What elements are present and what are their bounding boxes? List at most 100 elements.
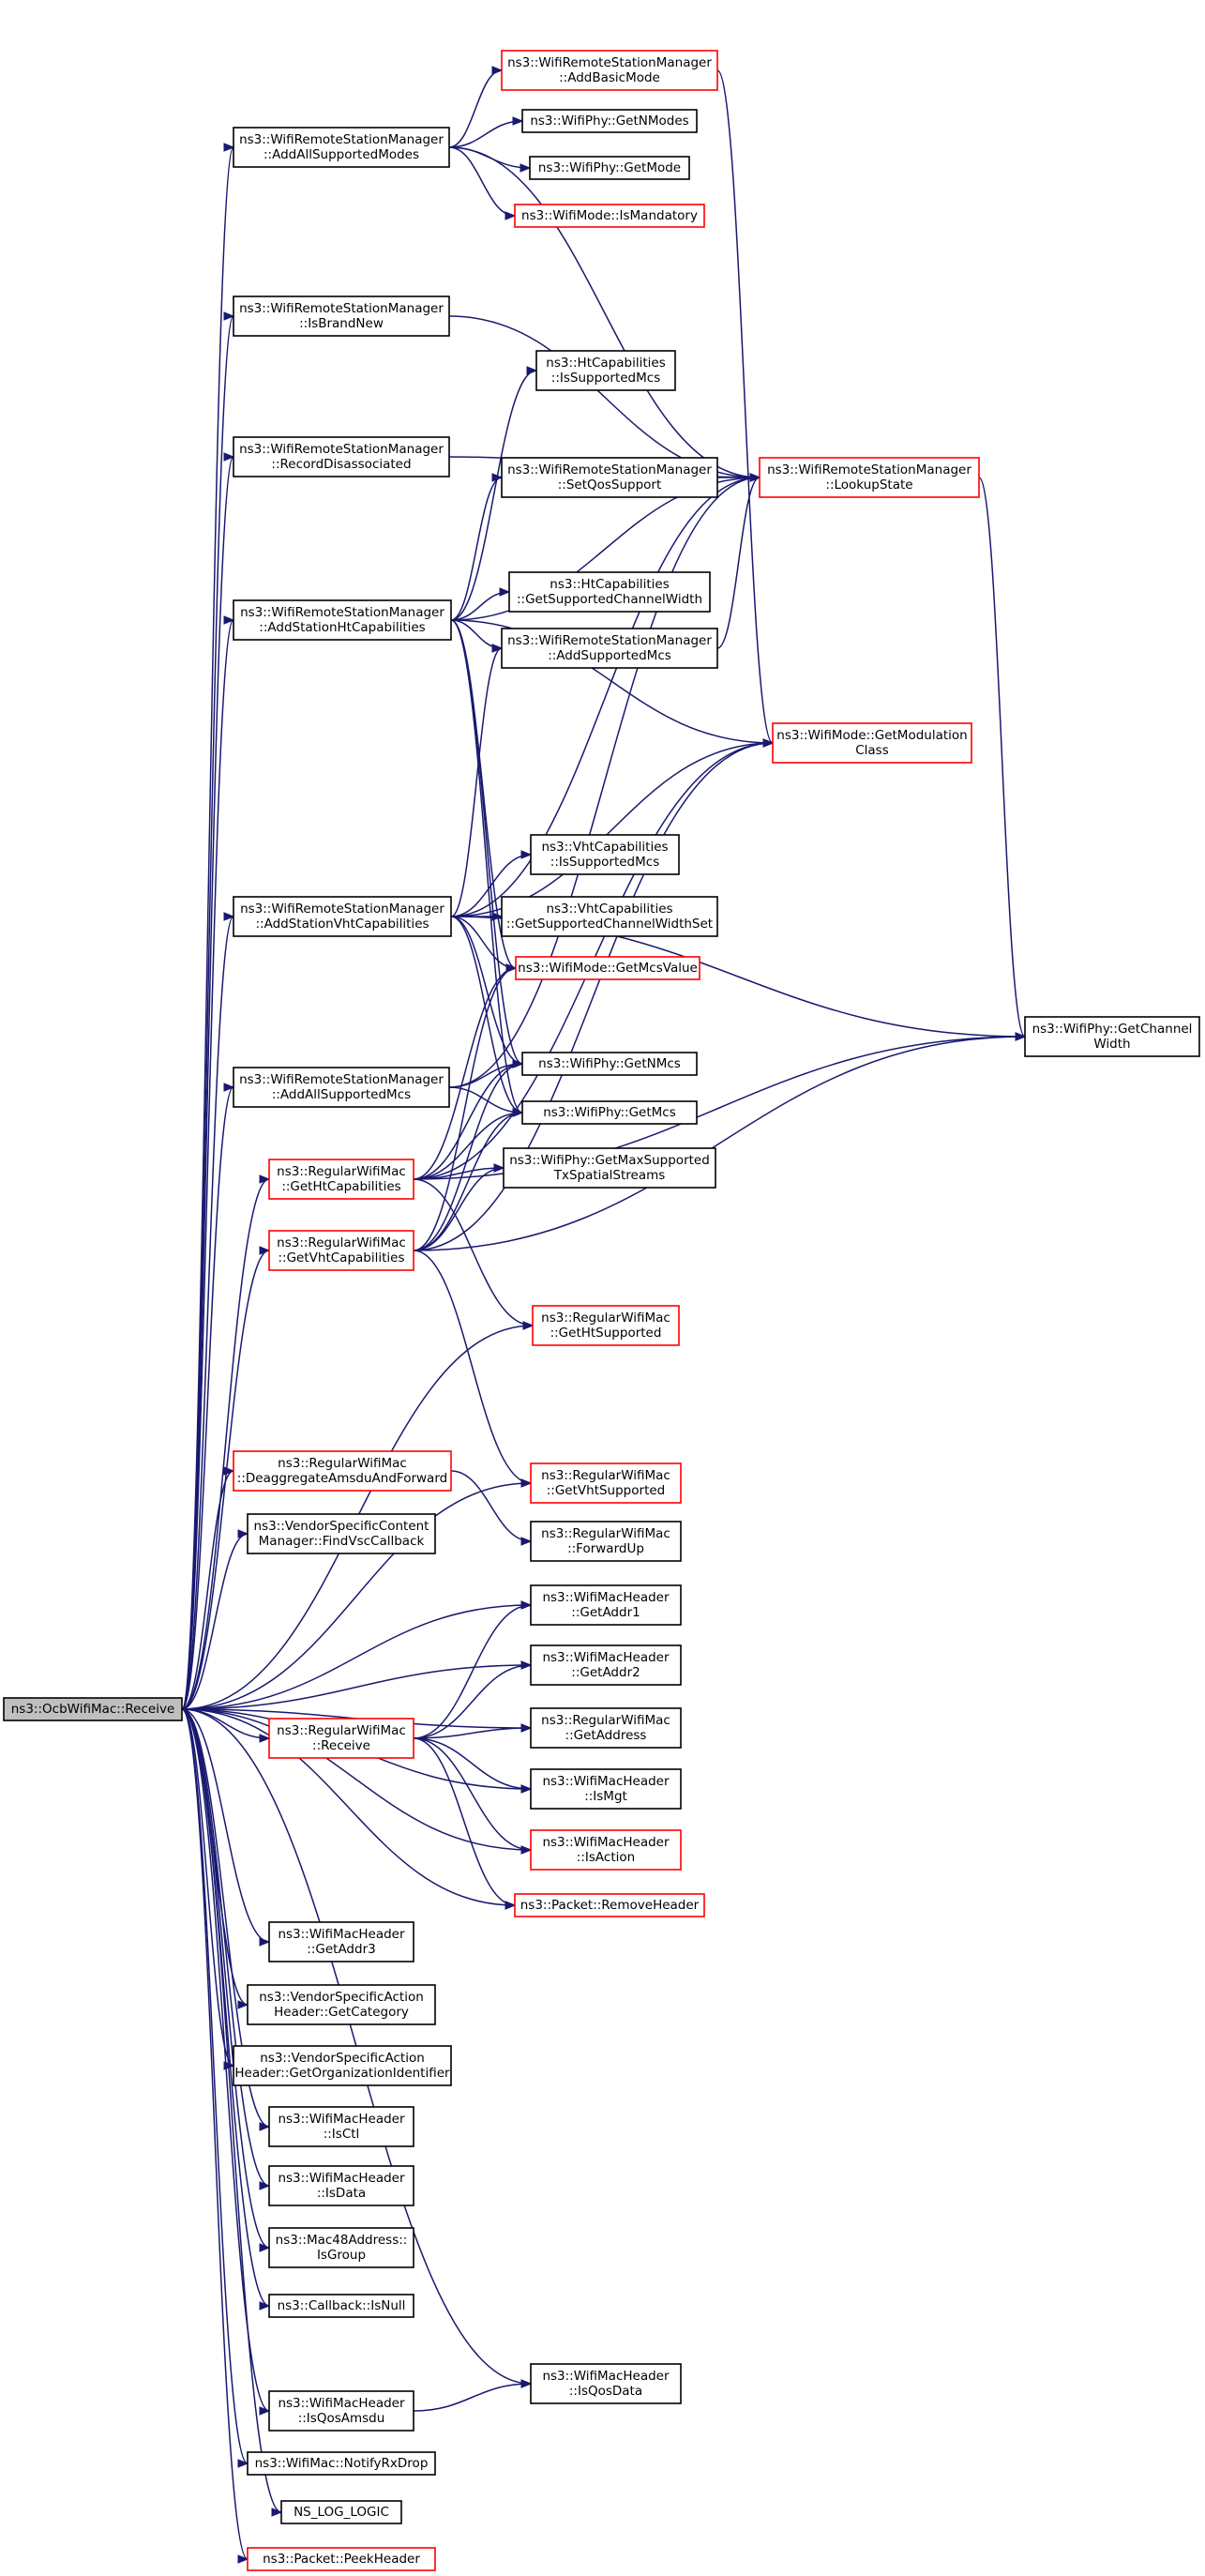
node-peek-header[interactable]: ns3::Packet::PeekHeader	[247, 2547, 436, 2571]
node-get-addr1[interactable]: ns3::WifiMacHeader::GetAddr1	[530, 1584, 682, 1626]
node-box	[501, 896, 718, 937]
node-label-line: ns3::WifiMacHeader	[542, 1590, 670, 1605]
node-lookup-state[interactable]: ns3::WifiRemoteStationManager::LookupSta…	[759, 457, 980, 498]
node-is-mgt[interactable]: ns3::WifiMacHeader::IsMgt	[530, 1768, 682, 1810]
call-edge-get-ht-capabilities-to-get-ht-supported	[413, 1178, 535, 1330]
node-label-line: NS_LOG_LOGIC	[294, 2505, 389, 2520]
node-get-organization-identifier[interactable]: ns3::VendorSpecificActionHeader::GetOrga…	[233, 2045, 452, 2086]
node-label-line: ns3::WifiRemoteStationManager	[239, 301, 444, 316]
call-edge-get-vht-capabilities-to-get-vht-supported	[413, 1250, 533, 1488]
node-is-mandatory[interactable]: ns3::WifiMode::IsMandatory	[514, 204, 705, 228]
node-vht-get-supported-channel-width-set[interactable]: ns3::VhtCapabilities::GetSupportedChanne…	[501, 896, 718, 937]
node-label-line: ::AddAllSupportedMcs	[272, 1087, 411, 1102]
node-label-line: ns3::WifiMac::NotifyRxDrop	[255, 2456, 429, 2471]
call-edge-add-all-supported-modes-to-lookup-state	[448, 146, 761, 482]
node-box	[503, 1147, 716, 1189]
node-label-line: ::AddSupportedMcs	[548, 648, 671, 663]
node-get-category[interactable]: ns3::VendorSpecificActionHeader::GetCate…	[247, 1984, 436, 2025]
node-label-line: ::IsBrandNew	[299, 316, 384, 331]
node-get-ht-supported[interactable]: ns3::RegularWifiMac::GetHtSupported	[532, 1305, 680, 1346]
node-label-line: ns3::HtCapabilities	[550, 577, 669, 592]
call-edge-get-vht-capabilities-to-get-mcs-value	[413, 963, 518, 1251]
node-is-data[interactable]: ns3::WifiMacHeader::IsData	[268, 2165, 414, 2206]
node-box	[247, 1513, 436, 1554]
node-regular-receive[interactable]: ns3::RegularWifiMac::Receive	[268, 1718, 414, 1759]
node-forward-up[interactable]: ns3::RegularWifiMac::ForwardUp	[530, 1521, 682, 1562]
node-label-line: ns3::WifiMacHeader	[542, 1835, 670, 1850]
call-edge-deaggregate-amsdu-and-forward-to-forward-up	[450, 1470, 533, 1546]
call-edge-add-all-supported-modes-to-get-nmodes	[448, 116, 524, 148]
node-get-max-supported-tx-spatial-streams[interactable]: ns3::WifiPhy::GetMaxSupportedTxSpatialSt…	[503, 1147, 716, 1189]
node-label-line: ns3::OcbWifiMac::Receive	[11, 1702, 175, 1717]
node-is-group[interactable]: ns3::Mac48Address::IsGroup	[268, 2227, 414, 2268]
node-box	[530, 1829, 682, 1871]
node-record-disassociated[interactable]: ns3::WifiRemoteStationManager::RecordDis…	[233, 436, 450, 477]
node-label-line: ::SetQosSupport	[558, 477, 662, 492]
node-ht-is-supported-mcs[interactable]: ns3::HtCapabilities::IsSupportedMcs	[535, 350, 676, 391]
node-box	[268, 2165, 414, 2206]
node-find-vsc-callback[interactable]: ns3::VendorSpecificContentManager::FindV…	[247, 1513, 436, 1554]
node-label-line: ns3::WifiRemoteStationManager	[239, 1072, 444, 1087]
call-edge-root-to-get-addr3	[181, 1708, 271, 1947]
node-is-null[interactable]: ns3::Callback::IsNull	[268, 2294, 414, 2318]
node-is-brand-new[interactable]: ns3::WifiRemoteStationManager::IsBrandNe…	[233, 295, 450, 337]
node-add-all-supported-modes[interactable]: ns3::WifiRemoteStationManager::AddAllSup…	[233, 127, 450, 168]
node-get-vht-supported[interactable]: ns3::RegularWifiMac::GetVhtSupported	[530, 1462, 682, 1504]
node-label-line: ns3::RegularWifiMac	[541, 1526, 670, 1541]
node-add-supported-mcs[interactable]: ns3::WifiRemoteStationManager::AddSuppor…	[501, 628, 718, 669]
node-get-nmodes[interactable]: ns3::WifiPhy::GetNModes	[521, 109, 698, 133]
node-get-vht-capabilities[interactable]: ns3::RegularWifiMac::GetVhtCapabilities	[268, 1230, 414, 1271]
node-is-ctl[interactable]: ns3::WifiMacHeader::IsCtl	[268, 2106, 414, 2147]
node-deaggregate-amsdu-and-forward[interactable]: ns3::RegularWifiMac::DeaggregateAmsduAnd…	[233, 1450, 452, 1492]
node-box	[530, 1644, 682, 1686]
node-is-qos-amsdu[interactable]: ns3::WifiMacHeader::IsQosAmsdu	[268, 2390, 414, 2432]
node-get-addr2[interactable]: ns3::WifiMacHeader::GetAddr2	[530, 1644, 682, 1686]
node-box	[521, 1100, 698, 1125]
node-label-line: ::IsQosAmsdu	[298, 2411, 385, 2426]
node-label-line: ns3::WifiPhy::GetMaxSupported	[509, 1153, 710, 1168]
node-get-mcs-value[interactable]: ns3::WifiMode::GetMcsValue	[515, 956, 700, 980]
node-label-line: ns3::RegularWifiMac	[278, 1456, 407, 1471]
node-label-line: ns3::Callback::IsNull	[278, 2298, 406, 2313]
node-get-mcs[interactable]: ns3::WifiPhy::GetMcs	[521, 1100, 698, 1125]
node-box	[759, 457, 980, 498]
node-label-line: Width	[1093, 1037, 1130, 1052]
node-box	[247, 2547, 436, 2571]
node-label-line: ns3::WifiMacHeader	[542, 2369, 670, 2384]
node-ht-get-supported-channel-width[interactable]: ns3::HtCapabilities::GetSupportedChannel…	[508, 571, 711, 613]
node-add-all-supported-mcs[interactable]: ns3::WifiRemoteStationManager::AddAllSup…	[233, 1067, 450, 1108]
node-is-action[interactable]: ns3::WifiMacHeader::IsAction	[530, 1829, 682, 1871]
node-label-line: ::GetHtCapabilities	[281, 1179, 400, 1194]
node-label-line: ns3::WifiRemoteStationManager	[239, 442, 444, 457]
node-label-line: Header::GetOrganizationIdentifier	[234, 2066, 450, 2081]
node-label-line: ns3::RegularWifiMac	[541, 1713, 670, 1728]
call-edge-root-to-peek-header	[181, 1708, 249, 2564]
node-get-address[interactable]: ns3::RegularWifiMac::GetAddress	[530, 1707, 682, 1749]
node-set-qos-support[interactable]: ns3::WifiRemoteStationManager::SetQosSup…	[501, 457, 718, 498]
node-box	[521, 1052, 698, 1076]
node-remove-header[interactable]: ns3::Packet::RemoveHeader	[514, 1893, 705, 1917]
node-box	[233, 1450, 452, 1492]
node-get-addr3[interactable]: ns3::WifiMacHeader::GetAddr3	[268, 1921, 414, 1962]
node-vht-is-supported-mcs[interactable]: ns3::VhtCapabilities::IsSupportedMcs	[530, 834, 680, 875]
node-get-mode[interactable]: ns3::WifiPhy::GetMode	[529, 156, 690, 180]
node-get-nmcs[interactable]: ns3::WifiPhy::GetNMcs	[521, 1052, 698, 1076]
node-add-basic-mode[interactable]: ns3::WifiRemoteStationManager::AddBasicM…	[501, 50, 718, 91]
node-add-station-vht-capabilities[interactable]: ns3::WifiRemoteStationManager::AddStatio…	[233, 896, 452, 937]
call-edge-root-to-deaggregate-amsdu-and-forward	[181, 1466, 235, 1710]
node-is-qos-data[interactable]: ns3::WifiMacHeader::IsQosData	[530, 2363, 682, 2404]
call-edge-regular-receive-to-remove-header	[413, 1737, 517, 1910]
node-ns-log-logic[interactable]: NS_LOG_LOGIC	[280, 2500, 402, 2524]
node-add-station-ht-capabilities[interactable]: ns3::WifiRemoteStationManager::AddStatio…	[233, 599, 452, 641]
node-label-line: ns3::WifiMacHeader	[542, 1650, 670, 1665]
call-edge-root-to-record-disassociated	[181, 452, 235, 1710]
node-box	[3, 1697, 183, 1721]
node-get-ht-capabilities[interactable]: ns3::RegularWifiMac::GetHtCapabilities	[268, 1159, 414, 1200]
node-root[interactable]: ns3::OcbWifiMac::Receive	[3, 1697, 183, 1721]
node-notify-rx-drop[interactable]: ns3::WifiMac::NotifyRxDrop	[247, 2451, 436, 2476]
call-edge-root-to-ns-log-logic	[181, 1708, 283, 2517]
call-edge-lookup-state-to-get-channel-width	[978, 477, 1027, 1041]
node-label-line: ns3::VhtCapabilities	[541, 840, 668, 855]
